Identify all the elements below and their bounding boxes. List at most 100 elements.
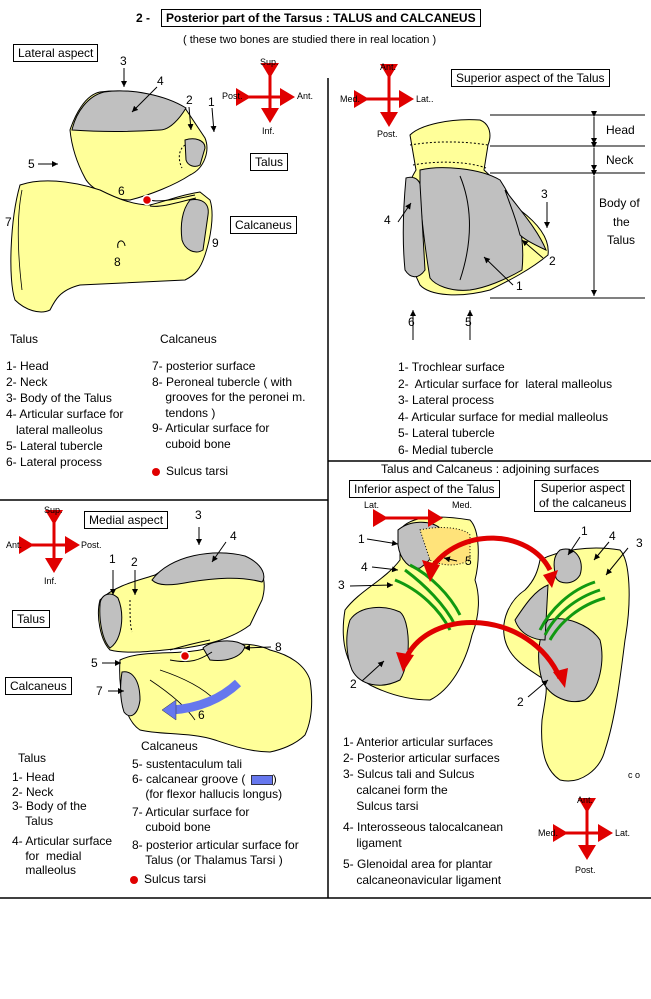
page-subtitle: ( these two bones are studied there in r… (183, 34, 437, 46)
red-arrowheads (396, 560, 568, 688)
legend-item: 7- posterior surface (152, 359, 256, 373)
lat-num-9: 9 (212, 236, 219, 250)
legend-item: tendons ) (152, 405, 216, 420)
lat-num-8: 8 (114, 255, 121, 269)
lat-num-5: 5 (28, 157, 35, 171)
lat-num-6: 6 (118, 184, 125, 198)
compass-superior-right: Lat.. (416, 94, 434, 104)
legend-item: 1- Trochlear surface (398, 360, 505, 374)
compass-lateral-right: Ant. (297, 91, 314, 101)
compass-lateral-up: Sup. (260, 57, 279, 67)
compass-medial-left: Ant. (6, 540, 23, 550)
sup-num-1: 1 (516, 279, 523, 293)
dim-body-label-2: the (613, 215, 630, 229)
med-label: Med. (452, 500, 473, 510)
lateral-aspect-title: Lateral aspect (13, 44, 99, 62)
compass-adjoining-up: Ant. (577, 795, 594, 805)
compass-superior-down: Post. (377, 129, 398, 139)
superior-talus-title: Superior aspect of the Talus (451, 69, 610, 87)
figure-number: 2 - (136, 11, 151, 25)
adj-num-4-right: 4 (609, 529, 616, 543)
adj-num-2-right: 2 (517, 695, 524, 709)
legend-item: Talus (12, 813, 54, 828)
adjoining-legend: 1- Anterior articular surfaces 2- Poster… (343, 734, 503, 888)
legend-item: for medial (12, 848, 82, 863)
legend-item: 6- Lateral process (6, 455, 103, 469)
sulcus-dot-icon (130, 875, 138, 884)
lat-num-2: 2 (186, 93, 193, 107)
med-num-2: 2 (131, 555, 138, 569)
legend-item: 5- Lateral tubercle (6, 439, 103, 453)
compass-lateral (236, 63, 295, 123)
adj-num-1-left: 1 (358, 532, 365, 546)
sup-num-6: 6 (408, 315, 415, 329)
inferior-talus-title: Inferior aspect of the Talus (349, 480, 500, 498)
adj-num-3-left: 3 (338, 578, 345, 592)
legend-item: 3- Sulcus tali and Sulcus (343, 767, 475, 781)
lateral-calcaneus-label: Calcaneus (230, 216, 297, 234)
adj-num-3-right: 3 (636, 536, 643, 550)
med-num-6: 6 (198, 708, 205, 722)
legend-item: 5- Glenoidal area for plantar (343, 857, 493, 871)
compass-adjoining-left: Med. (538, 828, 559, 838)
superior-talus-shape (402, 119, 549, 296)
inferior-talus-shape (342, 516, 479, 701)
compass-superior-left: Med. (340, 94, 361, 104)
legend-item: 8- Peroneal tubercle ( with (152, 374, 293, 389)
medial-talus-label: Talus (12, 610, 51, 628)
lateral-legend-calc-head: Calcaneus (160, 332, 217, 346)
lat-num-7: 7 (5, 215, 12, 229)
legend-item: 4- Interosseous talocalcanean (343, 820, 504, 834)
dim-neck-label: Neck (606, 153, 634, 167)
legend-item: 1- Head (12, 770, 55, 784)
compass-lateral-down: Inf. (262, 126, 275, 136)
compass-lateral-left: Post. (222, 91, 243, 101)
author-mark: c o (628, 770, 641, 780)
legend-item: 2- Neck (6, 375, 48, 389)
compass-superior-up: Ant. (380, 62, 397, 72)
medial-legend-talus-head: Talus (18, 751, 47, 765)
adj-num-2-left: 2 (350, 677, 357, 691)
legend-text: 6- calcanear groove ( (132, 772, 246, 786)
legend-item: 3- Body of the Talus (6, 391, 112, 405)
lateral-talus-label: Talus (250, 153, 289, 171)
legend-item: malleolus (12, 863, 77, 877)
adjoining-title: Talus and Calcaneus : adjoining surfaces (381, 462, 600, 476)
legend-item: 3- Body of the (12, 799, 87, 813)
superior-calcaneus-title: Superior aspect of the calcaneus (534, 480, 632, 512)
lat-num-3: 3 (120, 54, 127, 68)
legend-item: 1- Head (6, 359, 49, 373)
adjoining-callout-lines (349, 536, 629, 698)
med-num-4: 4 (230, 529, 237, 543)
medial-talus-shape (97, 552, 265, 653)
legend-item: 5- Lateral tubercle (398, 426, 495, 440)
legend-item: 6- Medial tubercle (398, 442, 494, 457)
legend-item: 2- Neck (12, 784, 54, 799)
legend-item: cuboid bone (152, 436, 231, 451)
med-num-3: 3 (195, 508, 202, 522)
legend-item: 7- Articular surface for (132, 805, 250, 819)
panel-dividers (0, 78, 651, 899)
red-curved-arrows (402, 535, 563, 680)
medial-callout-lines (102, 527, 272, 694)
legend-item: Sulcus tarsi (343, 799, 419, 813)
medial-legend-calc: 5- sustentaculum tali 6- calcanear groov… (132, 757, 299, 868)
superior-dim-lines (490, 111, 645, 299)
medial-calcaneus-label: Calcaneus (5, 677, 72, 695)
lateral-sulcus-legend: Sulcus tarsi (152, 464, 228, 478)
lateral-talus-shape (69, 90, 208, 201)
med-num-8: 8 (275, 640, 282, 654)
medial-legend-talus: 1- Head 2- Neck 3- Body of the Talus 4- … (12, 770, 112, 878)
compass-medial-up: Sup. (44, 505, 63, 515)
dim-body-label-3: Talus (607, 233, 636, 247)
medial-legend-calc-head: Calcaneus (141, 739, 198, 753)
sulcus-label: Sulcus tarsi (144, 872, 207, 886)
legend-item: grooves for the peronei m. (152, 390, 306, 404)
sup-num-3: 3 (541, 187, 548, 201)
lateral-callout-lines (38, 68, 217, 167)
lat-num-4: 4 (157, 74, 164, 88)
legend-item: ligament (343, 836, 402, 850)
legend-item: 8- posterior articular surface for (132, 838, 299, 852)
legend-item: 4- Articular surface for medial malleolu… (398, 409, 609, 424)
